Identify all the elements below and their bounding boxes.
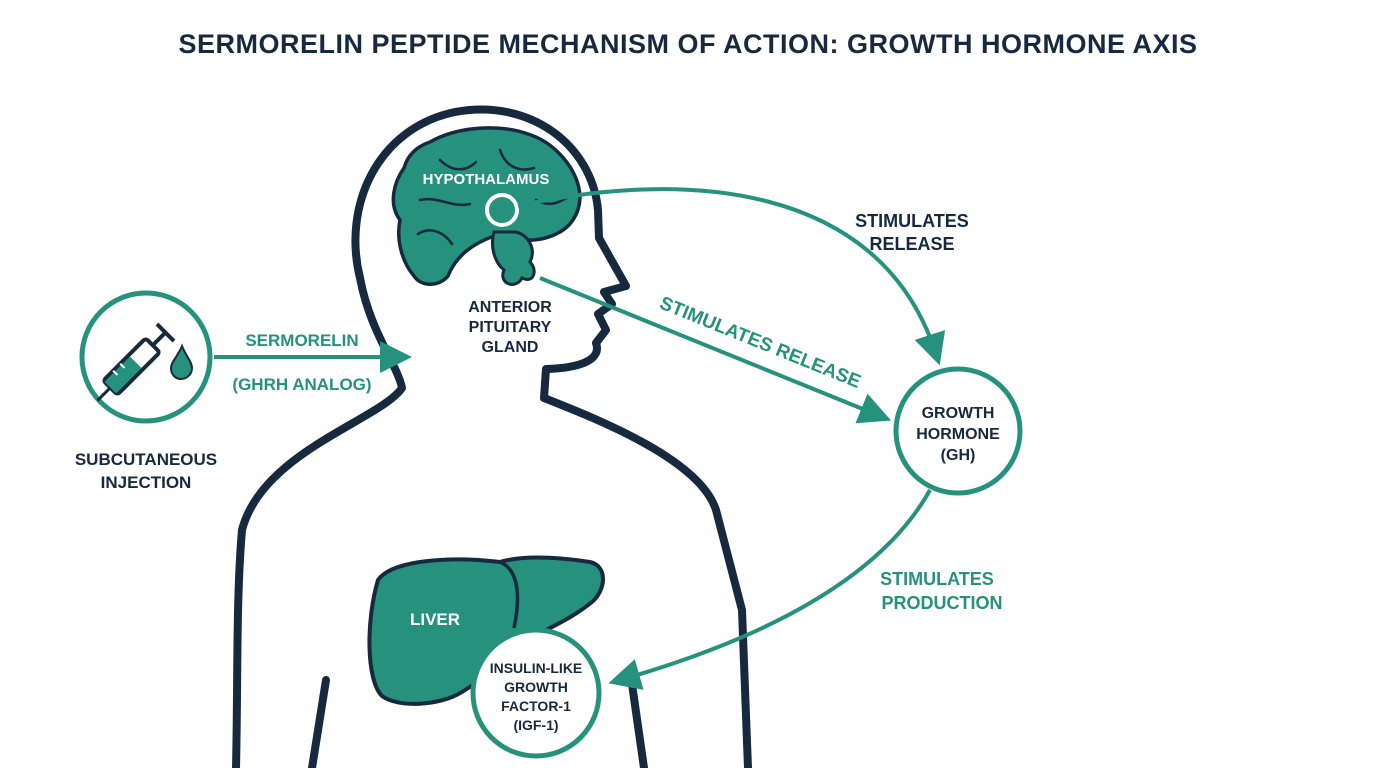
liver-label: LIVER	[410, 610, 460, 629]
hypothalamus-label: HYPOTHALAMUS	[423, 171, 550, 188]
arrow-hypothalamus-to-gh	[517, 187, 946, 366]
drug-label-line2: (GHRH ANALOG)	[232, 375, 371, 394]
drug-label-line1: SERMORELIN	[245, 331, 358, 350]
arrow-label-stimulates-release-top-line2: RELEASE	[869, 234, 954, 254]
arrow-pituitary-to-gh	[539, 276, 892, 424]
growth-hormone-circle	[893, 366, 1023, 496]
arrow-label-stimulates-production-line2: PRODUCTION	[882, 593, 1003, 613]
right-arm-inner-line	[628, 680, 648, 768]
page-title: SERMORELIN PEPTIDE MECHANISM OF ACTION: …	[178, 29, 1197, 59]
igf1-circle	[470, 627, 602, 759]
injection-label-line2: INJECTION	[101, 473, 192, 492]
brain-folds	[416, 148, 572, 246]
pituitary-label-line2: PITUITARY	[469, 319, 552, 336]
drop-icon	[169, 343, 194, 381]
injection-label-line1: SUBCUTANEOUS	[75, 450, 217, 469]
arrow-label-stimulates-release-top-line1: STIMULATES	[855, 211, 969, 231]
liver-lobe-divider	[499, 560, 520, 629]
pituitary-label-line3: GLAND	[482, 339, 539, 356]
igf1-line3: FACTOR-1	[501, 698, 571, 714]
growth-hormone-line1: GROWTH	[922, 405, 995, 422]
injection-circle	[79, 290, 213, 424]
pituitary-label-line1: ANTERIOR	[468, 299, 552, 316]
igf1-line4: (IGF-1)	[513, 717, 558, 733]
left-arm-inner-line	[308, 676, 330, 768]
arrow-label-stimulates-production-line1: STIMULATES	[880, 569, 994, 589]
growth-hormone-line2: HORMONE	[916, 426, 1000, 443]
hypothalamus-marker	[485, 193, 519, 227]
igf1-line1: INSULIN-LIKE	[490, 660, 583, 676]
arrow-label-stimulates-release-diagonal: STIMULATES RELEASE	[656, 293, 863, 393]
growth-hormone-line3: (GH)	[941, 447, 976, 464]
igf1-line2: GROWTH	[504, 679, 568, 695]
pituitary-gland-shape	[490, 230, 536, 286]
syringe-icon	[96, 322, 176, 402]
arrow-gh-to-igf1	[608, 489, 932, 690]
